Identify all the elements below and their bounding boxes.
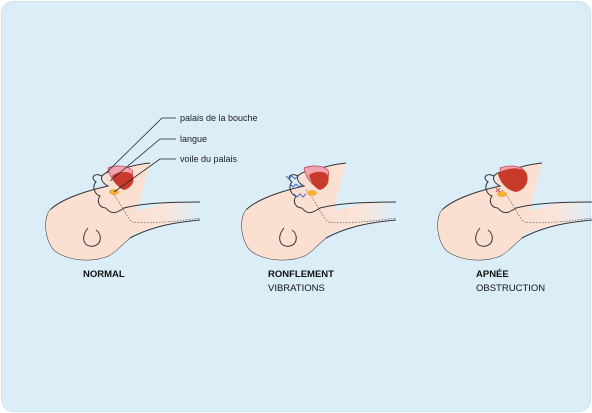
head-snoring bbox=[241, 162, 397, 261]
head-normal bbox=[45, 162, 201, 261]
label-soft-palate: voile du palais bbox=[180, 154, 238, 164]
vibration-lines bbox=[285, 175, 307, 198]
tongue-region bbox=[112, 171, 134, 190]
label-tongue: langue bbox=[180, 134, 207, 144]
caption-apnea-title: APNÉE bbox=[476, 269, 509, 280]
soft-palate-region-snoring bbox=[307, 190, 317, 196]
soft-palate-region-apnea bbox=[497, 191, 507, 197]
tongue-region-apnea bbox=[498, 168, 528, 192]
obstruction-mark bbox=[495, 187, 501, 193]
label-palate: palais de la bouche bbox=[180, 113, 258, 123]
caption-normal-title: NORMAL bbox=[83, 269, 125, 280]
caption-snoring-subtitle: VIBRATIONS bbox=[268, 283, 325, 294]
caption-apnea-subtitle: OBSTRUCTION bbox=[476, 283, 545, 294]
head-apnea bbox=[437, 162, 592, 261]
caption-snoring-title: RONFLEMENT bbox=[268, 269, 334, 280]
tongue-region-snoring bbox=[309, 171, 329, 190]
annotation-leaders bbox=[105, 117, 176, 193]
